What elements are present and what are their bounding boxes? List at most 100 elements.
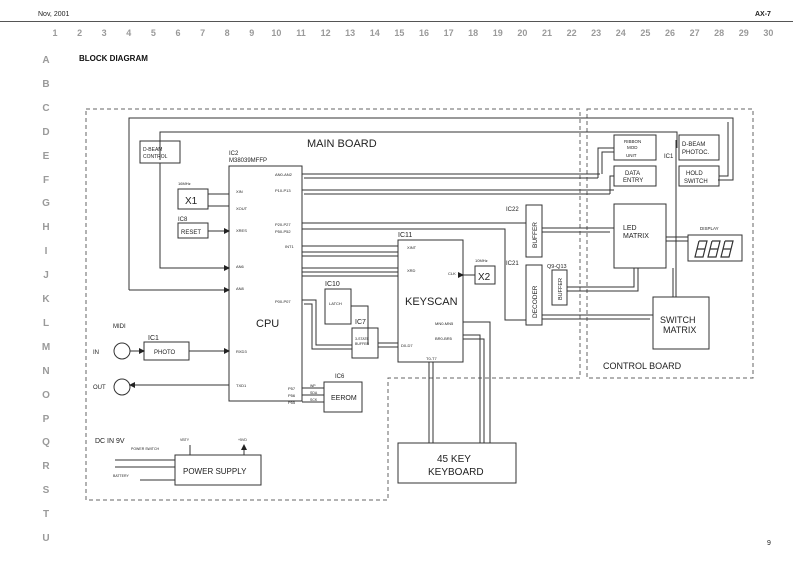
row-letter: O [42, 389, 50, 401]
column-number: 7 [200, 28, 206, 38]
power-supply-label: POWER SUPPLY [183, 467, 247, 476]
header-model: AX-7 [755, 11, 771, 18]
midi-label: MIDI [113, 324, 126, 330]
row-letter: C [42, 102, 50, 114]
ic21-ref: IC21 [506, 261, 519, 267]
row-letter: J [43, 270, 49, 282]
column-number: 29 [738, 28, 749, 38]
column-number: 14 [369, 28, 380, 38]
header-rule [0, 21, 793, 22]
midi-out-label: OUT [93, 385, 106, 391]
buffer-ic22-label: BUFFER [532, 222, 539, 248]
column-number: 23 [591, 28, 602, 38]
row-letter: E [42, 150, 50, 162]
dbeam-control-label-1: D-BEAM [143, 147, 162, 153]
ribbon-label-2: MOD [627, 145, 638, 150]
row-letter: M [41, 341, 51, 353]
3state-label-2: BUFFER [355, 342, 369, 346]
pin-p56: P56 [288, 393, 296, 398]
row-letter: N [42, 365, 50, 377]
buffer-q-label: BUFFER [558, 278, 564, 300]
ic6-ref: IC6 [335, 374, 345, 380]
column-number: 6 [175, 28, 181, 38]
midi-in-label: IN [93, 350, 99, 356]
column-number: 13 [345, 28, 356, 38]
pin-p20-p27: P20-P27 [275, 222, 291, 227]
hold-switch-label-2: SWITCH [684, 179, 708, 185]
dbeam-control-label-2: CONTROL [143, 154, 168, 160]
row-letter: S [42, 485, 50, 497]
x2-label: X2 [478, 272, 491, 283]
pin-t0-t7: T0-T7 [426, 356, 437, 361]
row-letter: F [42, 174, 50, 186]
column-number: 25 [640, 28, 651, 38]
row-letter: A [42, 55, 50, 66]
column-number: 28 [714, 28, 725, 38]
latch-box [324, 288, 352, 325]
column-number: 27 [689, 28, 700, 38]
column-number: 11 [296, 28, 306, 38]
column-number: 2 [77, 28, 83, 38]
column-number: 8 [224, 28, 230, 38]
decoder-label: DECODER [532, 285, 539, 318]
pin-wp: WP [310, 384, 316, 388]
keyboard-label-2: KEYBOARD [428, 467, 484, 478]
ribbon-label-1: RIBBON [624, 139, 641, 144]
control-board-outline [586, 108, 754, 379]
data-entry-label-1: DATA [625, 171, 640, 177]
row-letter: G [42, 198, 50, 210]
pin-p00-p07: P00-P07 [275, 299, 291, 304]
x1-box [177, 188, 209, 210]
keyscan-box [397, 239, 464, 363]
pin-p10-p13: P10-P13 [275, 188, 291, 193]
x1-label: X1 [185, 196, 198, 207]
ic1-ctrl-ref: IC1 [664, 154, 674, 160]
vbty-label: VBTY [180, 438, 190, 442]
column-number: 1 [52, 28, 58, 38]
pin-xres: XRES [236, 228, 247, 233]
photoc-label-2: PHOTOC. [682, 150, 710, 156]
decoder-box [525, 264, 543, 326]
cpu-box [228, 165, 303, 402]
photoc-label-1: D-BEAM [682, 142, 705, 148]
pin-p50-p52: P50-P52 [275, 229, 291, 234]
column-number: 24 [615, 28, 626, 38]
column-number: 15 [394, 28, 405, 38]
row-letter: K [42, 294, 50, 305]
header-date: Nov, 2001 [38, 11, 70, 18]
row-letter: Q [42, 437, 50, 449]
main-board-outline [85, 108, 581, 501]
3state-label-1: 3-STATE [355, 337, 370, 341]
pin-p55: P55 [288, 400, 296, 405]
column-number: 16 [418, 28, 429, 38]
pin-an0-an2: AN0-AN2 [275, 172, 293, 177]
ribbon-label-3: UNIT [626, 153, 637, 158]
pin-an8: AN8 [236, 286, 245, 291]
pin-xint: XINT [407, 245, 417, 250]
row-letter: H [42, 222, 50, 234]
pin-d0-d7: D0-D7 [401, 343, 413, 348]
page-title: BLOCK DIAGRAM [79, 54, 148, 63]
row-letter: L [42, 317, 50, 329]
column-number: 4 [126, 28, 132, 38]
column-number: 10 [271, 28, 282, 38]
switch-matrix-label-2: MATRIX [663, 325, 696, 335]
led-matrix-box [613, 203, 667, 269]
pin-txd1: TXD1 [236, 383, 247, 388]
pin-p57: P57 [288, 386, 296, 391]
pin-clk: CLK [448, 271, 456, 276]
ic8-ref: IC8 [178, 217, 188, 223]
pin-sda: SDA [310, 391, 318, 395]
q9-q13-ref: Q9-Q13 [547, 264, 567, 270]
pin-xrd: XRD [407, 268, 416, 273]
column-number: 9 [249, 28, 255, 38]
row-letter: T [42, 509, 50, 521]
column-number: 12 [320, 28, 331, 38]
ic1-ref: IC1 [148, 335, 159, 342]
ic7-ref: IC7 [355, 319, 366, 326]
row-letter: B [42, 78, 50, 90]
display-label: DISPLAY [700, 226, 719, 231]
dc-in-label: DC IN 9V [95, 438, 125, 445]
pin-mn0-mn5: MN0-MN5 [435, 321, 454, 326]
